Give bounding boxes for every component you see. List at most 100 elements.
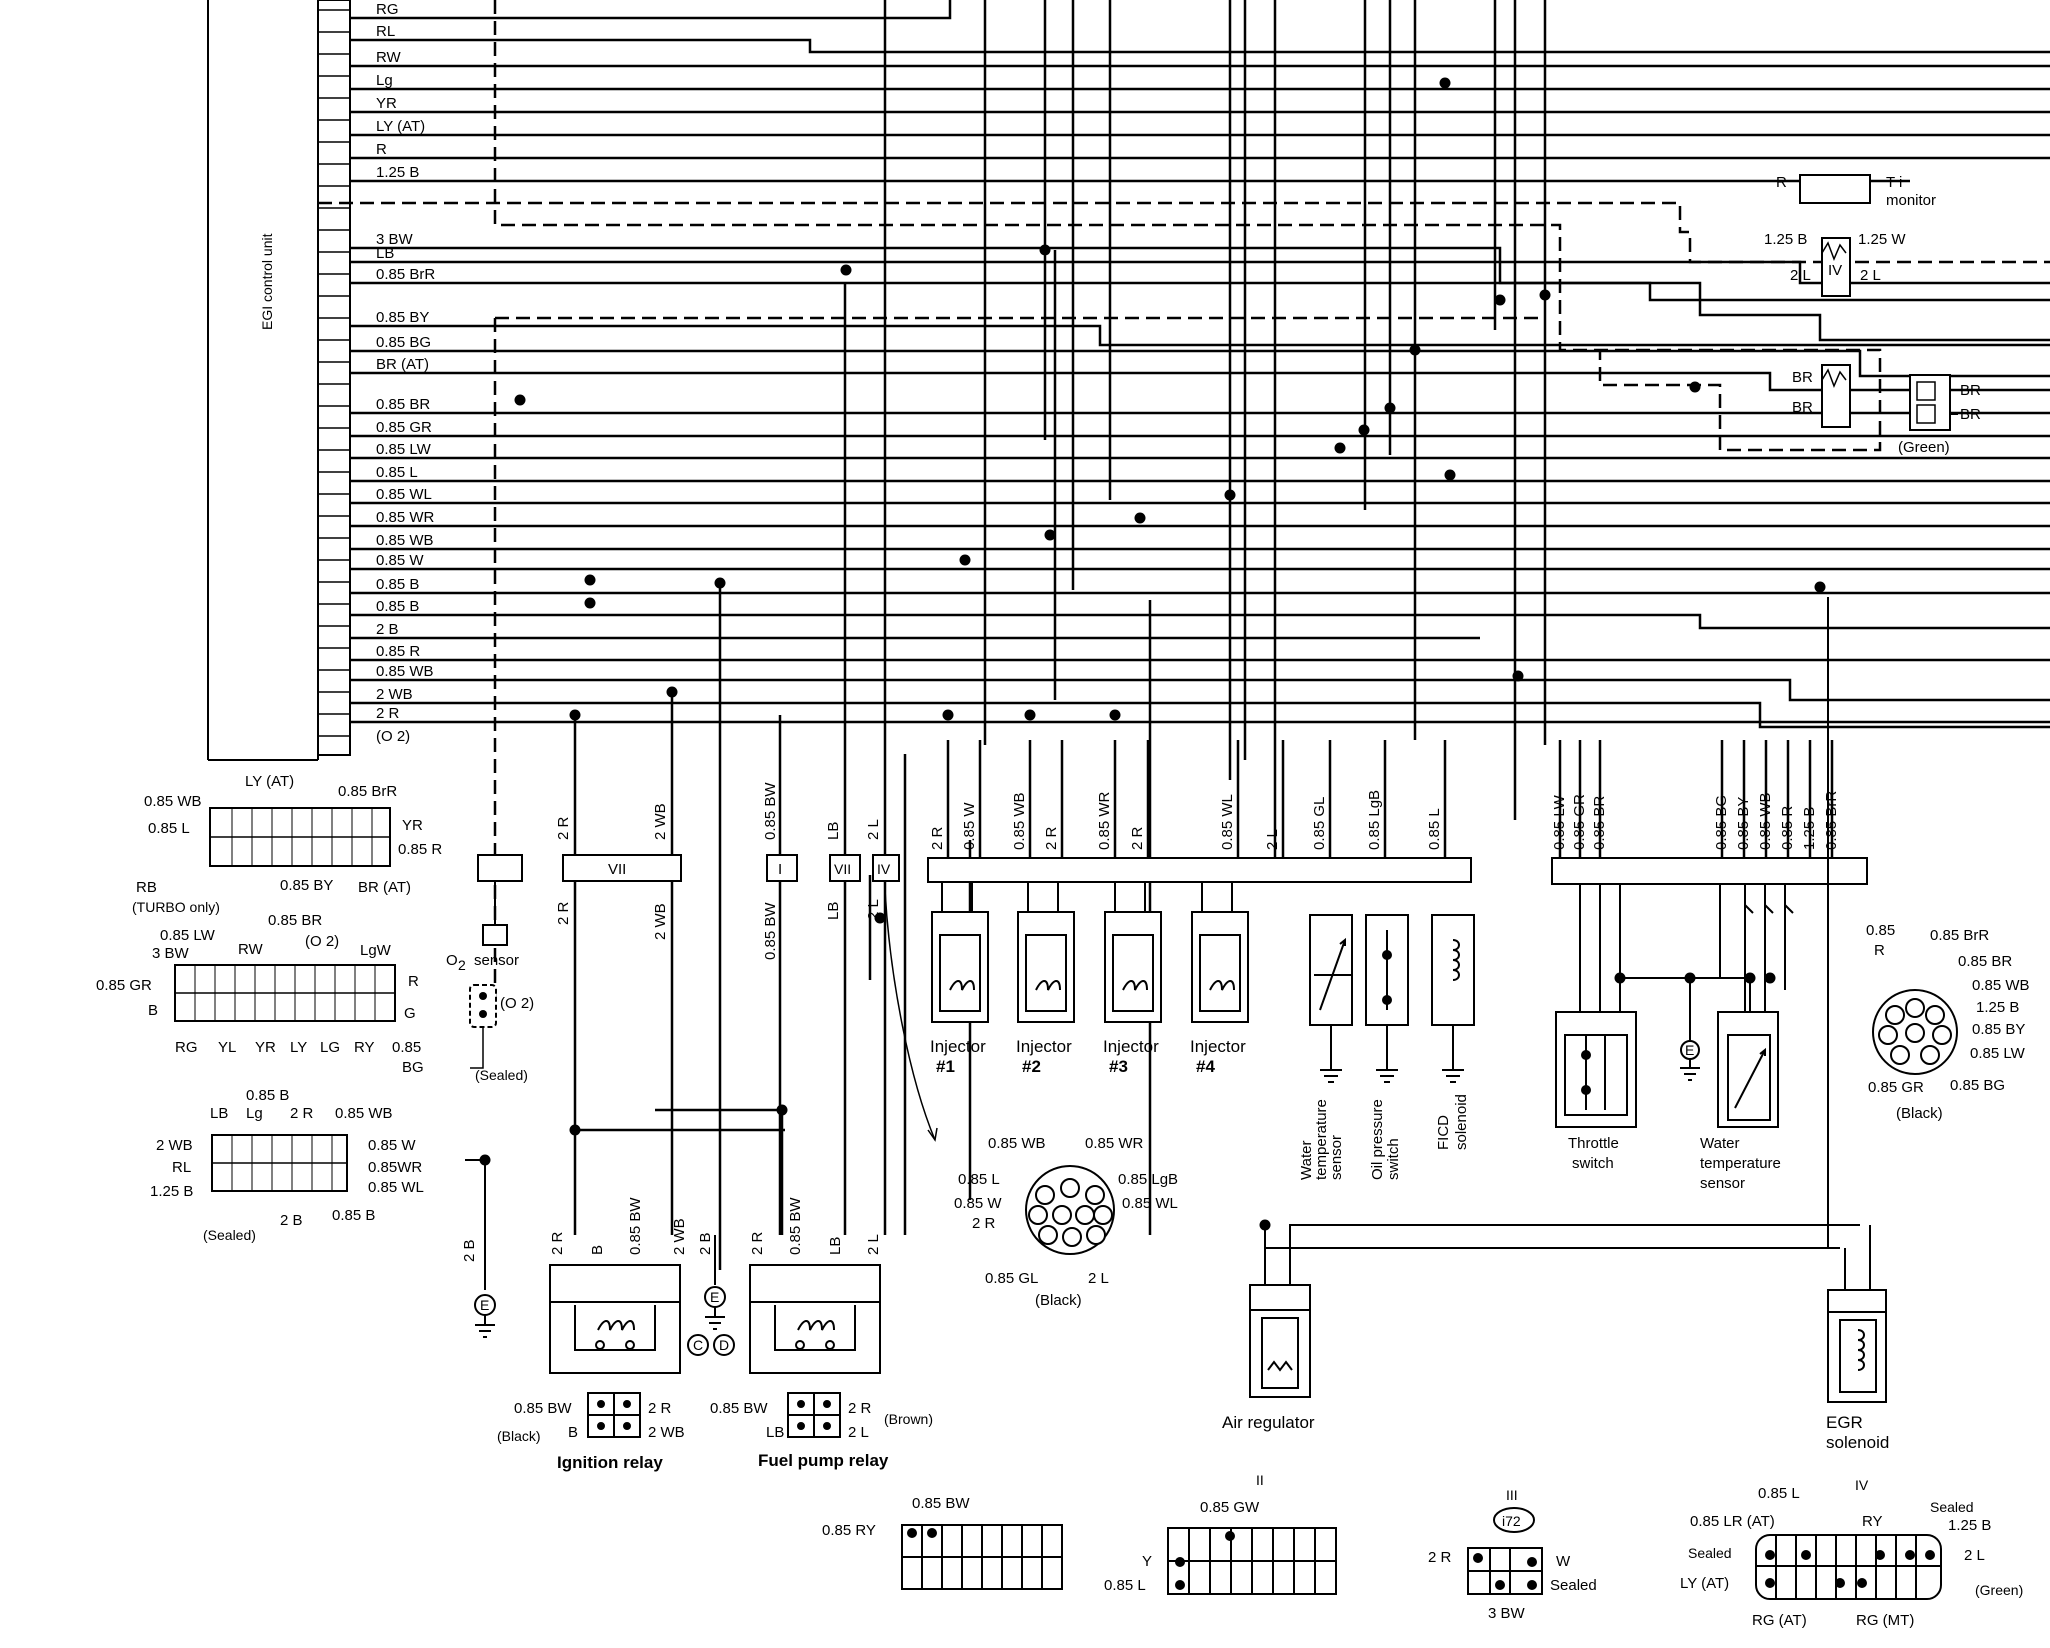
round-8pin-connector: [1872, 989, 1958, 1075]
ts-wire-label-1: 0.85 GR: [1571, 794, 1588, 850]
connector-i: [901, 1524, 1063, 1590]
conn-iv-l7: 2 L: [1964, 1547, 1985, 1564]
iv-2l-a: 2 L: [1790, 267, 1811, 284]
ecu-pin-13: BR (AT): [376, 356, 429, 373]
ts-wire-label-0: 0.85 LW: [1551, 794, 1568, 850]
conn-iv-l6: Sealed: [1688, 1545, 1732, 1561]
iv-125b: 1.25 B: [1764, 231, 1807, 248]
ij-l8: 0.85 GL: [985, 1270, 1038, 1287]
c3-l14: 0.85 B: [332, 1207, 375, 1224]
inj-wire-label-7: 2 L: [1264, 829, 1281, 850]
ecu-pin-14: 0.85 BR: [376, 396, 430, 413]
wire-2l-b: 2 L: [865, 899, 882, 920]
ws-wire-label-1: 0.85 BY: [1735, 797, 1752, 850]
junction-dot: [1024, 709, 1036, 721]
c2-l14: LY: [290, 1039, 307, 1056]
ig-conn-l4: B: [568, 1424, 578, 1441]
egr-solenoid: [1827, 597, 1887, 1403]
iv-roman: IV: [1828, 262, 1842, 279]
injector-num-4: #4: [1196, 1057, 1215, 1076]
junction-dot: [942, 709, 954, 721]
ij-l5: 0.85 W: [954, 1195, 1002, 1212]
junction-dot: [1224, 489, 1236, 501]
o2-conn-label: (O 2): [500, 995, 534, 1012]
wire-fp-lb: LB: [827, 1237, 844, 1255]
c3-l13: 2 B: [280, 1212, 303, 1229]
connector-c1: 0.85 WB LY (AT) 0.85 BrR 0.85 L YR 0.85 …: [132, 773, 442, 915]
inj-wire-label-3: 2 R: [1043, 826, 1060, 850]
ecu-pin-16: 0.85 LW: [376, 441, 432, 458]
o2-sealed-label: (Sealed): [475, 1067, 528, 1083]
wire-fp-2l: 2 L: [865, 1234, 882, 1255]
ti-label: T i: [1886, 174, 1902, 191]
conn-iv-l3: 0.85 LR (AT): [1690, 1513, 1775, 1530]
wire-lb-b: LB: [825, 902, 842, 920]
ground-symbols: [465, 1159, 726, 1338]
c2-l2: 0.85 BR: [268, 912, 322, 929]
ij-l9: 2 L: [1088, 1270, 1109, 1287]
injector-label-1: Injector: [930, 1037, 986, 1056]
conn-iv-l10: RG (AT): [1752, 1612, 1807, 1629]
ignition-relay-caption: Ignition relay: [557, 1453, 663, 1472]
ecu-pin-1: RL: [376, 23, 395, 40]
tws-ground-e: E: [1685, 1042, 1694, 1058]
inj-wire-label-10: 0.85 L: [1426, 808, 1443, 850]
sensor-grounds: [1320, 1025, 1464, 1083]
r8-l2: R: [1874, 942, 1885, 959]
ecu-pin-19: 0.85 WR: [376, 509, 435, 526]
conn-iv-l9: (Green): [1975, 1582, 2023, 1598]
junction-dot: [1039, 244, 1051, 256]
wire-gnd-2b-a: 2 B: [461, 1239, 478, 1262]
conn-ii-l1: 0.85 GW: [1200, 1499, 1260, 1516]
ecu-pin-22: 0.85 B: [376, 576, 419, 593]
harness-vii2-label: VII: [834, 861, 851, 877]
c3-l10: 1.25 B: [150, 1183, 193, 1200]
ecu-pin-25: 0.85 R: [376, 643, 420, 660]
wire-ig-085bw: 0.85 BW: [627, 1197, 644, 1255]
c3-l6: 2 WB: [156, 1137, 193, 1154]
connector-ii: [1167, 1527, 1337, 1595]
conn-iv-title: IV: [1855, 1477, 1869, 1493]
ws-wire-label-5: 0.85 BrR: [1823, 791, 1840, 850]
injector-1: [931, 882, 989, 1023]
ecu-pin-5: LY (AT): [376, 118, 425, 135]
wire-ig-2wb-c: 2 WB: [671, 1218, 688, 1255]
ground-e-2: E: [710, 1289, 719, 1305]
ig-conn-l1: 0.85 BW: [514, 1400, 572, 1417]
ij-l3: 0.85 L: [958, 1171, 1000, 1188]
c2-l1: 0.85 LW: [160, 927, 216, 944]
sensor-group: [1309, 914, 1475, 1026]
c2-l10: G: [404, 1005, 416, 1022]
o2-sub: 2: [458, 957, 466, 973]
ecu-pin-26: 0.85 WB: [376, 663, 434, 680]
c3-l11: 0.85 WL: [368, 1179, 424, 1196]
inj-wire-label-0: 2 R: [929, 826, 946, 850]
ecu-pin-8: 3 BW: [376, 231, 414, 248]
injector-harness-connector: [1025, 1165, 1115, 1255]
injector-4: [1191, 882, 1249, 1023]
water-temp-sensor-2: [1622, 884, 1794, 1128]
c1-l10: BR (AT): [358, 879, 411, 896]
injector-num-2: #2: [1022, 1057, 1041, 1076]
connector-c2: 0.85 LW 0.85 BR (O 2) 3 BW RW LgW 0.85 G…: [96, 912, 424, 1076]
oil-pressure-switch-2: switch: [1385, 1138, 1402, 1180]
injector-bank-wires: [946, 740, 1834, 858]
r8-l1: 0.85: [1866, 922, 1895, 939]
water-temp-2-c: sensor: [1700, 1175, 1745, 1192]
conn-iv-l8: LY (AT): [1680, 1575, 1729, 1592]
tws-ground: [1680, 1040, 1700, 1081]
ig-conn-l2: 2 R: [648, 1400, 672, 1417]
inj-wire-label-4: 0.85 WR: [1096, 791, 1113, 850]
water-temp-2-b: temperature: [1700, 1155, 1781, 1172]
ig-conn-l3: (Black): [497, 1428, 541, 1444]
conn-iii-l2: W: [1556, 1553, 1571, 1570]
c1-l1: 0.85 WB: [144, 793, 202, 810]
ecu-pin-0: RG: [376, 1, 399, 18]
r8-l5: 0.85 WB: [1972, 977, 2030, 994]
wire-ig-b: B: [589, 1245, 606, 1255]
c3-l2: LB: [210, 1105, 228, 1122]
c3-l5: 0.85 WB: [335, 1105, 393, 1122]
fuel-pump-relay: [749, 1264, 881, 1374]
ecu-pin-23: 0.85 B: [376, 598, 419, 615]
ficd-solenoid-1: FICD: [1435, 1115, 1452, 1150]
